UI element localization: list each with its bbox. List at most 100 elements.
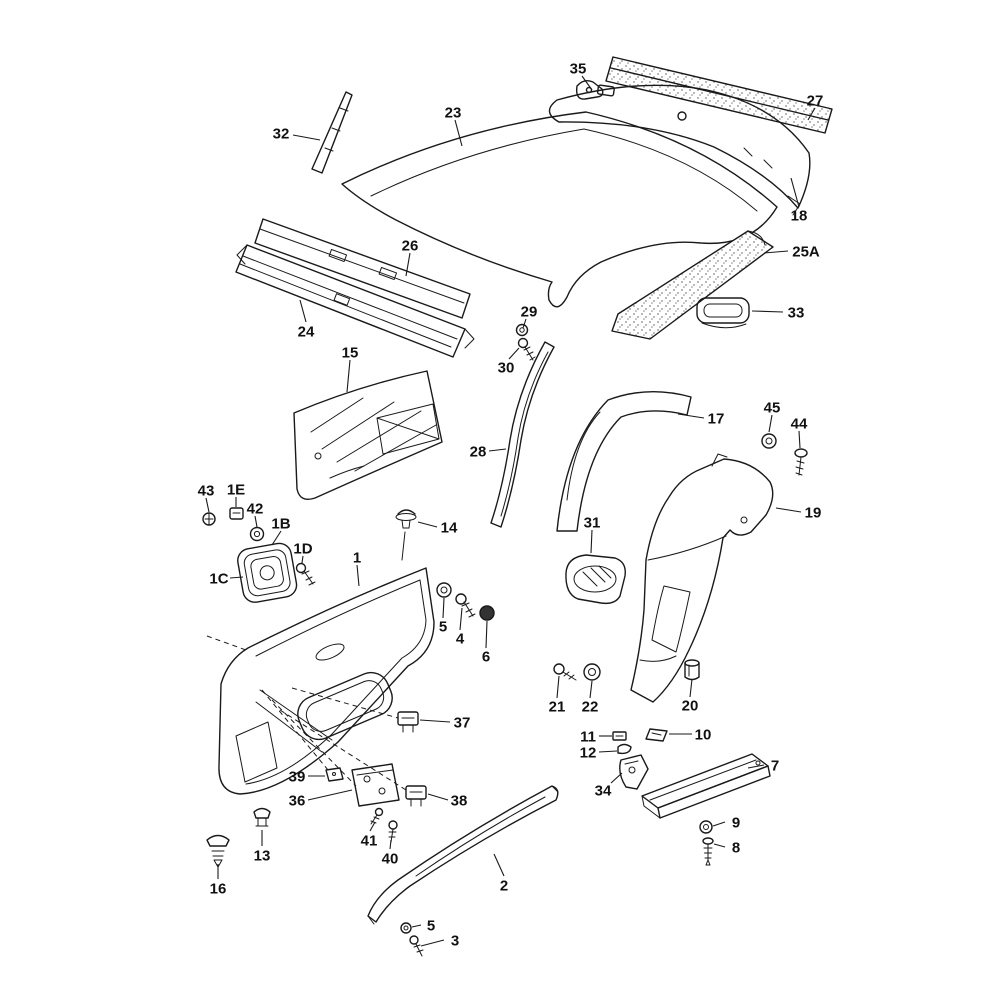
part-20-spacer xyxy=(684,659,700,681)
callout-7-36: 7 xyxy=(771,757,779,774)
part-30-screw xyxy=(517,337,536,361)
callout-30-10: 30 xyxy=(498,359,515,376)
leader-line-12-33 xyxy=(598,750,618,753)
leader-line-31-17 xyxy=(590,529,593,554)
part-17-window-frame-seal xyxy=(556,391,692,532)
leader-line-2-47 xyxy=(493,853,505,877)
callout-15-11: 15 xyxy=(342,344,359,361)
leader-line-21-29 xyxy=(556,675,560,699)
leader-line-6-28 xyxy=(485,620,488,649)
callout-13-45: 13 xyxy=(254,847,271,864)
callout-29-9: 29 xyxy=(521,303,538,320)
leader-line-26-6 xyxy=(405,252,411,277)
callout-31-17: 31 xyxy=(584,514,601,531)
part-21-screw xyxy=(553,663,577,681)
leader-line-36-41 xyxy=(307,789,353,801)
part-1e-clip xyxy=(229,507,244,520)
part-44-screw xyxy=(794,448,808,476)
leader-line-27-1 xyxy=(807,107,816,121)
callout-36-41: 36 xyxy=(289,792,306,809)
leader-line-30-10 xyxy=(508,347,520,360)
callout-26-6: 26 xyxy=(402,237,419,254)
part-27-trim-strip xyxy=(605,56,833,134)
leader-line-42-21 xyxy=(254,515,258,528)
leader-line-15-11 xyxy=(346,359,351,393)
part-4-screw xyxy=(455,593,476,618)
callout-6-28: 6 xyxy=(482,648,490,665)
callout-21-29: 21 xyxy=(549,698,566,715)
part-26-rail xyxy=(254,218,471,319)
callout-layer: 352732231825A262433293015281745441931144… xyxy=(198,60,824,949)
part-33-handle-trim xyxy=(696,297,750,329)
callout-1E-20: 1E xyxy=(227,481,245,498)
leader-line-1B-22 xyxy=(271,530,282,546)
callout-1B-22: 1B xyxy=(271,515,290,532)
part-25a-trim-strip xyxy=(611,230,774,340)
callout-5-48: 5 xyxy=(427,917,435,934)
leader-line-28-12 xyxy=(488,448,507,452)
part-29-nut xyxy=(515,323,529,337)
part-45-washer xyxy=(761,433,777,449)
callout-16-46: 16 xyxy=(210,880,227,897)
part-15-window-glass xyxy=(293,370,443,501)
leader-line-3-49 xyxy=(420,939,445,947)
leader-line-23-3 xyxy=(454,119,463,147)
callout-2-47: 2 xyxy=(500,877,508,894)
part-2-lower-sill-trim xyxy=(367,785,559,925)
callout-4-27: 4 xyxy=(456,630,465,647)
callout-1D-23: 1D xyxy=(293,540,312,557)
callout-22-30: 22 xyxy=(582,698,599,715)
part-5b-washer xyxy=(400,922,412,934)
callout-11-32: 11 xyxy=(580,728,596,745)
part-42-grommet xyxy=(249,526,265,542)
part-41-screw xyxy=(370,807,384,825)
part-24-rail xyxy=(235,244,475,358)
leader-line-41-43 xyxy=(369,821,376,832)
callout-1-25: 1 xyxy=(353,549,361,566)
callout-40-44: 40 xyxy=(382,850,399,867)
callout-8-38: 8 xyxy=(732,839,740,856)
leader-line-29-9 xyxy=(522,318,527,329)
callout-42-21: 42 xyxy=(247,500,264,517)
leader-line-24-7 xyxy=(299,299,307,323)
part-8-screw xyxy=(702,837,714,866)
leader-line-43-19 xyxy=(205,497,210,513)
leader-line-1D-23 xyxy=(301,555,304,564)
leader-line-5-48 xyxy=(411,924,422,928)
callout-37-39: 37 xyxy=(454,714,471,731)
callout-5-26: 5 xyxy=(439,618,447,635)
part-1d-screw xyxy=(295,562,316,586)
leader-line-40-44 xyxy=(389,839,392,850)
part-22-grommet xyxy=(583,663,601,681)
callout-18-4: 18 xyxy=(791,207,808,224)
callout-27-1: 27 xyxy=(807,92,824,109)
leader-line-44-15 xyxy=(798,430,801,449)
part-32-pillar-strip xyxy=(311,91,353,174)
part-43-fastener xyxy=(202,512,216,526)
part-6-knob xyxy=(479,605,495,621)
part-16-tree-fastener xyxy=(206,834,230,868)
leader-line-38-42 xyxy=(427,793,449,801)
callout-28-12: 28 xyxy=(470,443,487,460)
leader-line-33-8 xyxy=(751,310,784,313)
callout-25A-5: 25A xyxy=(792,243,820,260)
callout-19-16: 19 xyxy=(805,504,822,521)
leader-line-32-2 xyxy=(292,134,321,141)
part-19-quarter-trim-panel xyxy=(630,453,774,703)
part-28-a-pillar-trim xyxy=(490,341,555,528)
part-34-bracket xyxy=(619,754,649,790)
leader-line-25A-5 xyxy=(763,250,789,254)
part-10-clip xyxy=(645,728,668,742)
alignment-dashed-lines xyxy=(206,635,407,791)
part-9-washer xyxy=(699,820,713,834)
callout-1C-24: 1C xyxy=(209,570,228,587)
callout-9-37: 9 xyxy=(732,814,740,831)
leader-line-7-36 xyxy=(747,764,765,769)
part-3-screw xyxy=(409,935,424,957)
part-23-roof-headliner xyxy=(341,111,778,308)
leader-line-1C-24 xyxy=(229,576,244,579)
leader-line-5-26 xyxy=(442,597,445,619)
leader-line-22-30 xyxy=(589,680,593,699)
